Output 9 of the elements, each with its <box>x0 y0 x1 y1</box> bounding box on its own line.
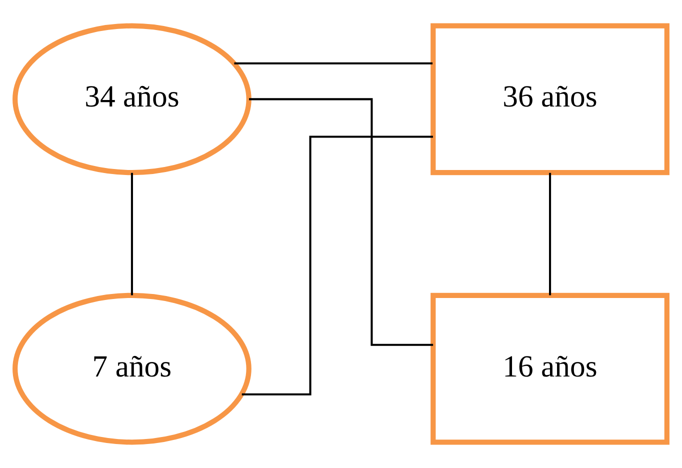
node-ellipse: 34 años <box>12 23 252 176</box>
connector <box>549 172 552 296</box>
connector <box>249 98 434 346</box>
connector <box>234 62 433 64</box>
connector <box>242 136 433 396</box>
node-box: 16 años <box>430 292 670 445</box>
connector <box>130 172 133 296</box>
node-box: 36 años <box>430 23 670 176</box>
node-ellipse: 7 años <box>12 292 252 445</box>
